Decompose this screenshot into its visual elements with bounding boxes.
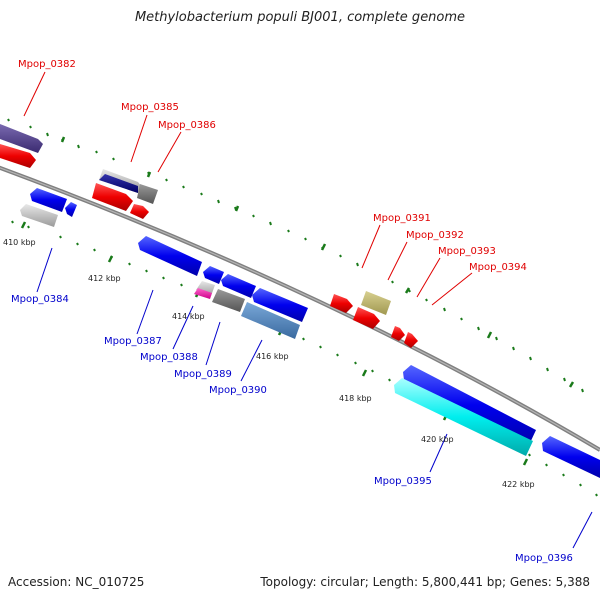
gene-mpop-0387b-arrow[interactable]	[203, 266, 224, 284]
genome-summary-text: Topology: circular; Length: 5,800,441 bp…	[260, 575, 590, 589]
kbp-label: 418 kbp	[339, 394, 372, 403]
gene-mpop-0392-arrow[interactable]	[361, 291, 391, 315]
gene-mpop-0388-arrow[interactable]	[221, 274, 256, 298]
gene-mpop-0394-arrow[interactable]	[391, 326, 418, 348]
gene-mpop-0382-arrow[interactable]	[0, 124, 43, 153]
gene-mpop-0389a-arrow[interactable]	[252, 288, 308, 322]
outer-tick-row	[7, 118, 584, 393]
kbp-label: 422 kbp	[502, 480, 535, 489]
gene-label-mpop-0392[interactable]: Mpop_0392	[406, 230, 464, 241]
gene-mpop-0393-arrow[interactable]	[353, 307, 380, 329]
gene-mpop-0395-arrow[interactable]	[394, 378, 533, 456]
callout-lines-reverse	[36, 247, 593, 549]
inner-major-ticks	[20, 221, 529, 466]
gene-mpop-0385b-arrow[interactable]	[137, 184, 158, 204]
gene-label-mpop-0393[interactable]: Mpop_0393	[438, 246, 496, 257]
gene-label-mpop-0382[interactable]: Mpop_0382	[18, 59, 76, 70]
gene-mpop-0386-arrow[interactable]	[92, 183, 133, 211]
gene-mpop-0383-arrow[interactable]	[0, 144, 36, 168]
gene-mpop-0395a-arrow[interactable]	[403, 365, 536, 445]
gene-mpop-0387-arrow[interactable]	[138, 236, 202, 276]
gene-mpop-0389-arrow[interactable]	[212, 289, 245, 312]
gene-label-mpop-0391[interactable]: Mpop_0391	[373, 213, 431, 224]
kbp-label: 416 kbp	[256, 352, 289, 361]
diagram-title: Methylobacterium populi BJ001, complete …	[134, 10, 466, 25]
gene-label-mpop-0394[interactable]: Mpop_0394	[469, 262, 527, 273]
kbp-label: 410 kbp	[3, 238, 36, 247]
gene-label-mpop-0389[interactable]: Mpop_0389	[174, 369, 232, 380]
gene-label-mpop-0386[interactable]: Mpop_0386	[158, 120, 216, 131]
gene-mpop-0390-arrow[interactable]	[241, 302, 300, 339]
gene-mpop-0386b-arrow[interactable]	[130, 204, 149, 219]
outer-major-ticks	[60, 136, 575, 388]
gene-label-mpop-0384[interactable]: Mpop_0384	[11, 294, 69, 305]
kbp-label: 414 kbp	[172, 312, 205, 321]
kbp-label: 412 kbp	[88, 274, 121, 283]
gene-label-mpop-0395[interactable]: Mpop_0395	[374, 476, 432, 487]
gene-mpop-0388-small-arrow[interactable]	[194, 281, 215, 299]
gene-label-mpop-0385[interactable]: Mpop_0385	[121, 102, 179, 113]
gene-label-mpop-0388[interactable]: Mpop_0388	[140, 352, 198, 363]
gene-label-mpop-0387[interactable]: Mpop_0387	[104, 336, 162, 347]
gene-mpop-0396-arrow[interactable]	[542, 436, 600, 478]
kbp-label: 420 kbp	[421, 435, 454, 444]
gene-mpop-0384-arrow[interactable]	[20, 204, 58, 227]
gene-label-mpop-0396[interactable]: Mpop_0396	[515, 553, 573, 564]
gene-label-mpop-0390[interactable]: Mpop_0390	[209, 385, 267, 396]
callout-lines-forward	[23, 71, 473, 306]
gene-mpop-0384a-arrow[interactable]	[30, 188, 67, 212]
gene-mpop-0384b-arrow[interactable]	[65, 202, 77, 217]
gene-mpop-0385-arrow[interactable]	[99, 169, 142, 193]
accession-text: Accession: NC_010725	[8, 575, 145, 589]
gene-mpop-0391-arrow[interactable]	[330, 294, 353, 313]
